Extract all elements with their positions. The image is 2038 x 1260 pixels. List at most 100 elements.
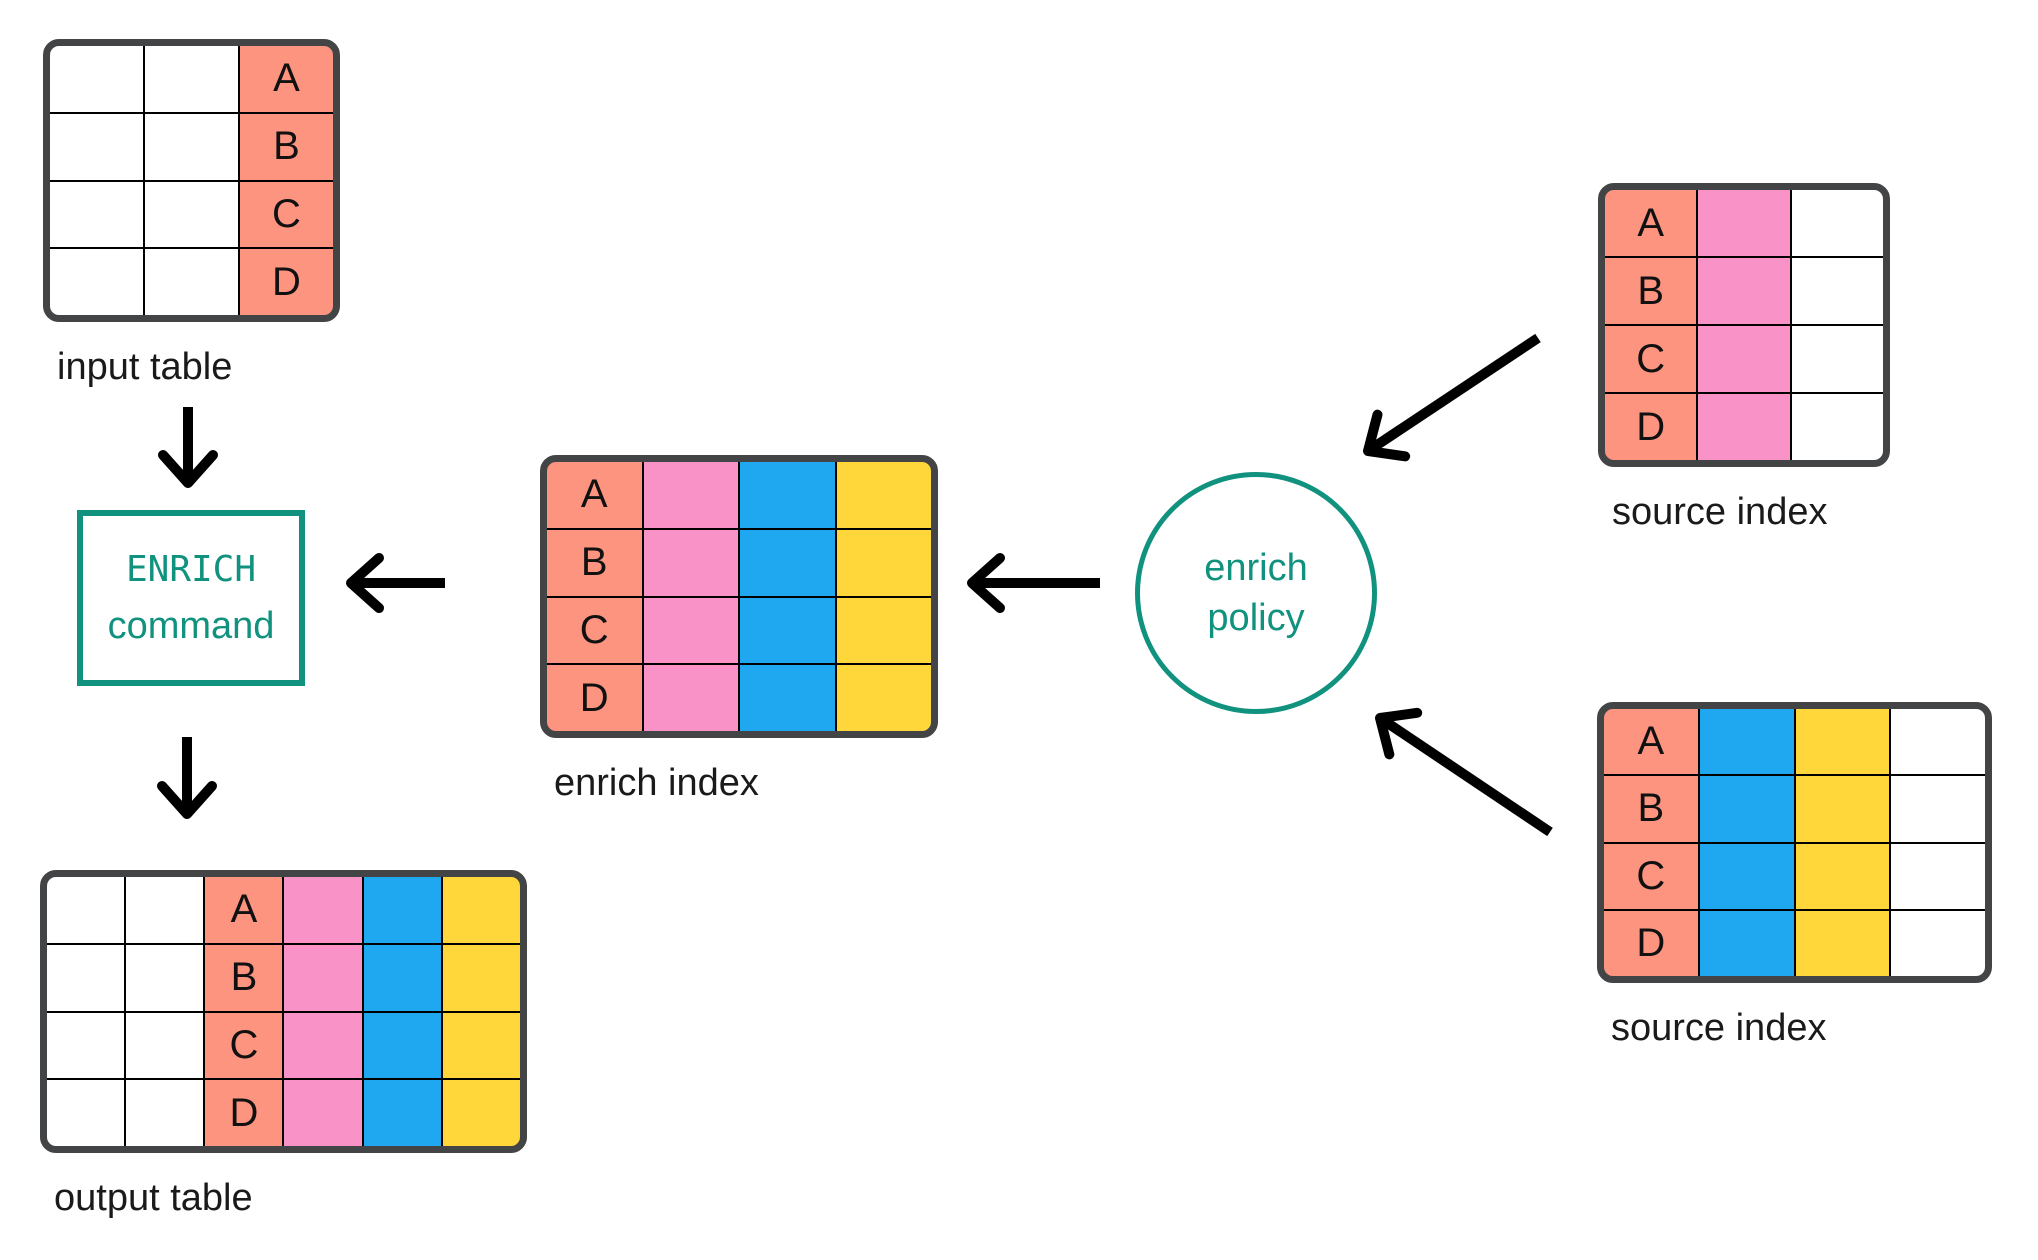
output-table-cell-r4c5 (363, 1080, 441, 1146)
source-index-top-cell-r4c2 (1698, 394, 1790, 460)
source-index-bottom-cell-r2c2 (1699, 776, 1794, 842)
output-table-cell-r3c6 (442, 1012, 520, 1079)
source-index-bottom-cell-r2c3 (1795, 776, 1890, 842)
output-table-cell-r3c1 (47, 1012, 125, 1079)
output-table-cell-r4c6 (442, 1080, 520, 1146)
output-table-cell-r1c6 (442, 877, 520, 943)
output-table-cell-r2c2 (126, 944, 204, 1011)
output-table-cell-r4c4 (284, 1080, 362, 1146)
enrich-index-cell-r4c1: D (547, 665, 642, 731)
output-table-label: output table (54, 1177, 253, 1219)
enrich-index-cell-r4c2 (643, 665, 738, 731)
source-index-bottom-cell-r1c2 (1699, 709, 1794, 775)
source-index-bottom-cell-r3c4 (1891, 843, 1985, 909)
output-table-cell-r2c1 (47, 944, 125, 1011)
source-index-top-cell-r3c2 (1698, 326, 1790, 392)
output-table-cell-r3c4 (284, 1012, 362, 1079)
output-table-cell-r3c2 (126, 1012, 204, 1079)
source-index-bottom-cell-r3c2 (1699, 843, 1794, 909)
source-index-bottom-cell-r4c1: D (1604, 910, 1698, 976)
enrich-command-box: ENRICH command (77, 510, 305, 686)
source-index-top-cell-r4c1: D (1605, 394, 1697, 460)
output-table-cell-r4c2 (126, 1080, 204, 1146)
output-table-cell-r4c1 (47, 1080, 125, 1146)
enrich-index-cell-r2c3 (740, 529, 835, 596)
enrich-index-cell-r1c1: A (547, 462, 642, 528)
source-index-top-cell-r1c2 (1698, 190, 1790, 256)
enrich-index-cell-r4c3 (740, 665, 835, 731)
enrich-policy-line1: enrich (1204, 547, 1308, 589)
enrich-index-cell-r1c4 (836, 462, 931, 528)
source-index-bottom-label: source index (1611, 1007, 1827, 1049)
enrich-index-cell-r2c2 (643, 529, 738, 596)
input-table-cell-r3c1 (50, 181, 143, 248)
source-index-bottom-cell-r1c1: A (1604, 709, 1698, 775)
source-index-top-cell-r4c3 (1791, 394, 1883, 460)
source-index-top-cell-r3c1: C (1605, 326, 1697, 392)
source-index-top-cell-r1c1: A (1605, 190, 1697, 256)
output-table-cell-r3c5 (363, 1012, 441, 1079)
enrich-policy-line2: policy (1207, 597, 1305, 639)
enrich-index-cell-r2c1: B (547, 529, 642, 596)
output-table-cell-r1c4 (284, 877, 362, 943)
source-index-top-cell-r3c3 (1791, 326, 1883, 392)
source-index-bottom-cell-r1c3 (1795, 709, 1890, 775)
input-table-cell-r3c3: C (240, 181, 333, 248)
output-table-cell-r3c3: C (205, 1012, 283, 1079)
input-table-cell-r4c1 (50, 249, 143, 315)
enrich-index-cell-r3c4 (836, 597, 931, 664)
source-index-top-cell-r2c3 (1791, 258, 1883, 324)
source-index-bottom-cell-r4c4 (1891, 910, 1985, 976)
source-index-bottom-cell-r2c1: B (1604, 776, 1698, 842)
output-table-cell-r2c4 (284, 944, 362, 1011)
output-table-cell-r1c1 (47, 877, 125, 943)
input-table-cell-r3c2 (145, 181, 238, 248)
enrich-index-cell-r1c3 (740, 462, 835, 528)
output-table-cell-r2c5 (363, 944, 441, 1011)
enrich-index-cell-r2c4 (836, 529, 931, 596)
source-index-bottom-cell-r3c3 (1795, 843, 1890, 909)
output-table-cell-r2c6 (442, 944, 520, 1011)
source-index-top-cell-r1c3 (1791, 190, 1883, 256)
input-table-cell-r2c3: B (240, 113, 333, 180)
output-table-cell-r1c2 (126, 877, 204, 943)
input-table-cell-r4c3: D (240, 249, 333, 315)
input-table-cell-r1c2 (145, 46, 238, 112)
output-table-cell-r1c3: A (205, 877, 283, 943)
output-table-cell-r2c3: B (205, 944, 283, 1011)
source-index-bottom-cell-r1c4 (1891, 709, 1985, 775)
output-table-cell-r4c3: D (205, 1080, 283, 1146)
input-table-cell-r2c2 (145, 113, 238, 180)
arrow-source-bottom-to-enrich-policy (1375, 707, 1553, 837)
input-table-cell-r2c1 (50, 113, 143, 180)
source-index-top-cell-r2c1: B (1605, 258, 1697, 324)
enrich-command-line1: ENRICH (125, 549, 257, 590)
source-index-bottom-cell-r4c2 (1699, 910, 1794, 976)
enrich-policy-circle: enrich policy (1135, 472, 1377, 714)
enrich-command-line2: command (107, 605, 275, 647)
enrich-index-cell-r3c2 (643, 597, 738, 664)
enrich-index-cell-r3c1: C (547, 597, 642, 664)
source-index-bottom-cell-r4c3 (1795, 910, 1890, 976)
source-index-bottom-cell-r3c1: C (1604, 843, 1698, 909)
input-table-cell-r4c2 (145, 249, 238, 315)
enrich-index-label: enrich index (554, 762, 759, 804)
input-table-label: input table (57, 346, 233, 388)
output-table-cell-r1c5 (363, 877, 441, 943)
arrow-source-top-to-enrich-policy (1363, 333, 1541, 462)
source-index-top-cell-r2c2 (1698, 258, 1790, 324)
enrich-index-cell-r3c3 (740, 597, 835, 664)
input-table-cell-r1c1 (50, 46, 143, 112)
input-table-cell-r1c3: A (240, 46, 333, 112)
source-index-bottom-cell-r2c4 (1891, 776, 1985, 842)
